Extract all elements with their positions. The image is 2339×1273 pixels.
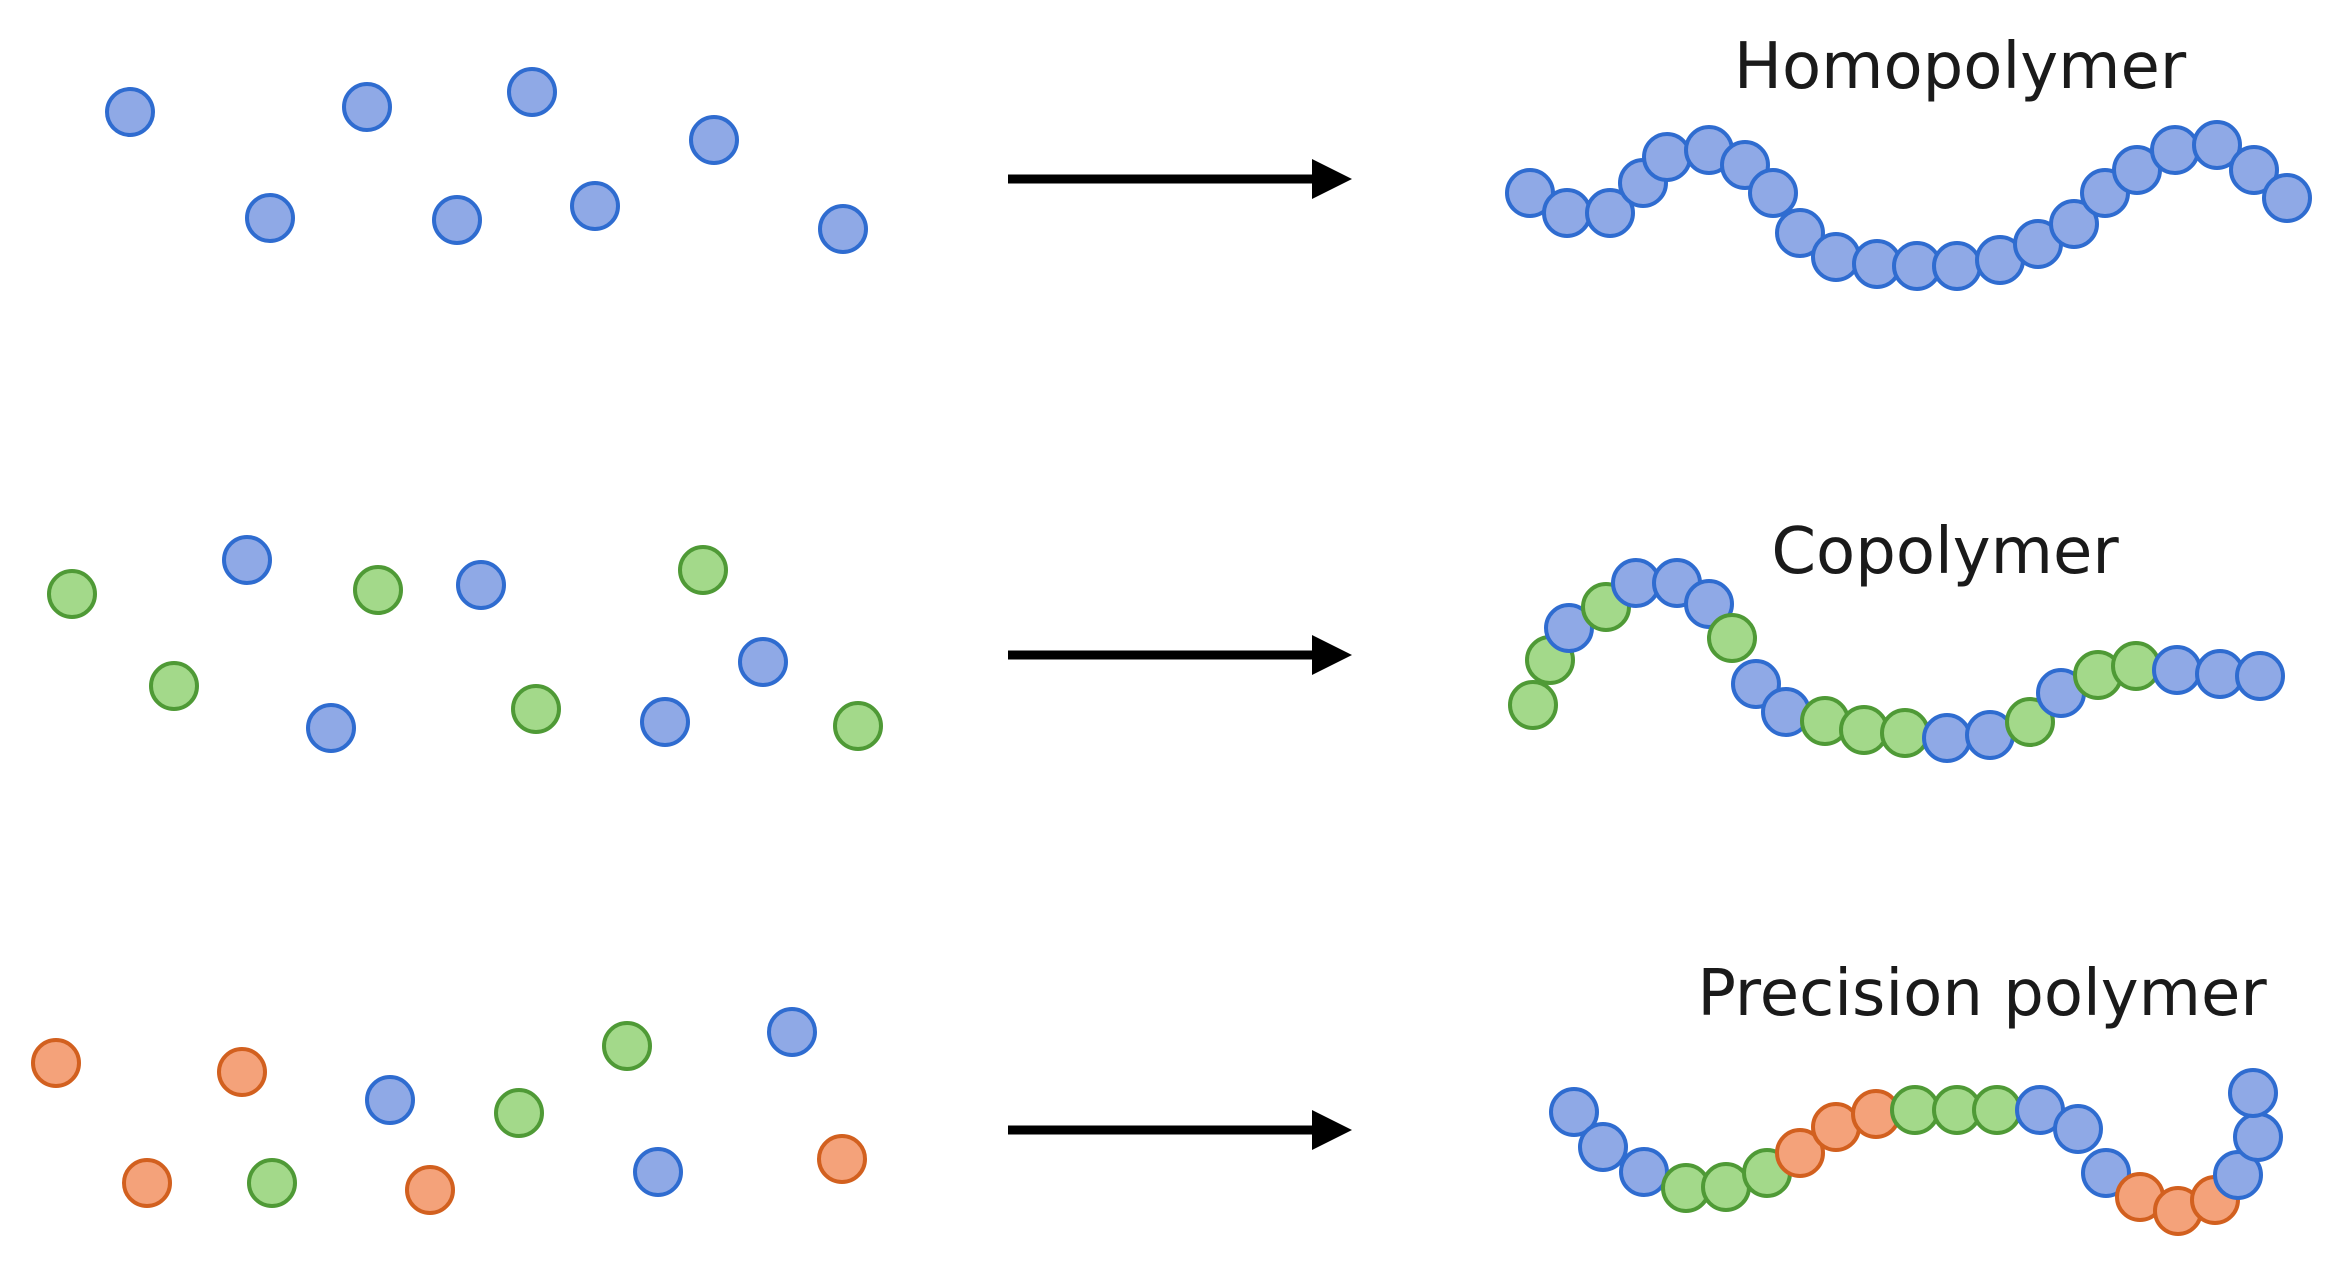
chain-bead-green — [1880, 708, 1930, 758]
chain-bead-green — [1707, 613, 1757, 663]
arrowhead — [1312, 635, 1352, 675]
monomer-green — [511, 684, 561, 734]
monomer-blue — [640, 697, 690, 747]
monomer-blue — [738, 637, 788, 687]
monomer-blue — [767, 1007, 817, 1057]
monomer-blue — [570, 181, 620, 231]
monomer-orange — [122, 1158, 172, 1208]
chain-bead-green — [1508, 680, 1558, 730]
monomer-green — [602, 1021, 652, 1071]
chain-bead-blue — [1619, 1147, 1669, 1197]
chain-bead-blue — [2053, 1104, 2103, 1154]
monomer-orange — [405, 1165, 455, 1215]
monomer-blue — [432, 195, 482, 245]
chain-bead-blue — [1748, 168, 1798, 218]
chain-bead-blue — [1811, 232, 1861, 282]
row-label-homopolymer: Homopolymer — [1734, 30, 2187, 104]
chain-bead-blue — [2081, 1148, 2131, 1198]
chain-bead-blue — [1922, 713, 1972, 763]
chain-bead-blue — [2228, 1068, 2278, 1118]
free-monomers — [47, 535, 883, 753]
row-label-precision-polymer: Precision polymer — [1697, 957, 2267, 1031]
chain-bead-orange — [1775, 1128, 1825, 1178]
monomer-blue — [507, 67, 557, 117]
monomer-green — [47, 569, 97, 619]
monomer-blue — [222, 535, 272, 585]
polymer-chain — [1508, 558, 2285, 763]
chain-bead-blue — [2152, 645, 2202, 695]
chain-bead-blue — [1544, 603, 1594, 653]
monomer-green — [494, 1088, 544, 1138]
row-label-copolymer: Copolymer — [1771, 515, 2119, 589]
monomer-green — [149, 661, 199, 711]
row-copolymer: Copolymer — [47, 515, 2285, 763]
monomer-green — [353, 565, 403, 615]
chain-bead-blue — [2262, 173, 2312, 223]
chain-bead-green — [1890, 1085, 1940, 1135]
arrowhead — [1312, 1110, 1352, 1150]
arrowhead — [1312, 159, 1352, 199]
chain-bead-blue — [1549, 1087, 1599, 1137]
chain-bead-green — [2005, 697, 2055, 747]
chain-bead-blue — [1542, 188, 1592, 238]
monomer-blue — [245, 193, 295, 243]
chain-bead-blue — [1684, 579, 1734, 629]
monomer-blue — [365, 1075, 415, 1125]
monomer-green — [678, 545, 728, 595]
monomer-blue — [818, 204, 868, 254]
monomer-orange — [217, 1047, 267, 1097]
chain-bead-blue — [2235, 651, 2285, 701]
free-monomers — [31, 1007, 867, 1215]
monomer-blue — [105, 87, 155, 137]
monomer-blue — [342, 82, 392, 132]
free-monomers — [105, 67, 868, 254]
monomer-blue — [633, 1147, 683, 1197]
monomer-orange — [31, 1038, 81, 1088]
chain-bead-blue — [2192, 120, 2242, 170]
monomer-orange — [817, 1134, 867, 1184]
polymer-chain — [1505, 120, 2312, 291]
monomer-blue — [689, 115, 739, 165]
chain-bead-blue — [2150, 125, 2200, 175]
monomer-blue — [306, 703, 356, 753]
chain-bead-blue — [1642, 132, 1692, 182]
chain-bead-green — [1839, 705, 1889, 755]
chain-bead-blue — [2049, 199, 2099, 249]
chain-bead-green — [2111, 641, 2161, 691]
chain-bead-blue — [1578, 1122, 1628, 1172]
chain-bead-blue — [2229, 145, 2279, 195]
row-precision-polymer: Precision polymer — [31, 957, 2283, 1236]
chain-bead-blue — [1775, 208, 1825, 258]
chain-bead-blue — [1932, 241, 1982, 291]
monomer-green — [833, 701, 883, 751]
chain-bead-green — [1972, 1085, 2022, 1135]
polymer-chain — [1549, 1068, 2283, 1236]
chain-bead-blue — [1585, 188, 1635, 238]
row-homopolymer: Homopolymer — [105, 30, 2312, 291]
chain-bead-blue — [2233, 1112, 2283, 1162]
monomer-green — [247, 1158, 297, 1208]
monomer-blue — [456, 560, 506, 610]
